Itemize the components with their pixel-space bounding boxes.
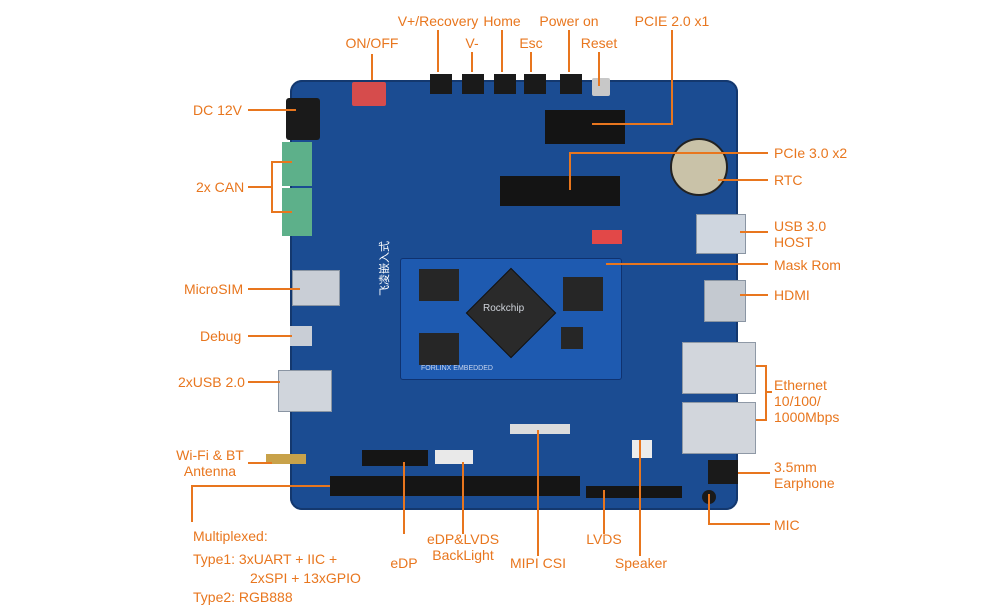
label-mux-type1-b: 2xSPI + 13xGPIO (250, 570, 361, 586)
label-usb30-line1: USB 3.0 (774, 218, 827, 234)
label-mic: MIC (774, 517, 800, 533)
label-usb20: 2xUSB 2.0 (178, 374, 245, 390)
ram-chip-top (419, 269, 459, 301)
label-mux-type1-a: Type1: 3xUART + IIC + (193, 551, 338, 567)
label-debug: Debug (200, 328, 242, 344)
label-can: 2x CAN (196, 179, 245, 195)
label-wifi-line2: Antenna (183, 463, 237, 479)
ram-chip-bottom (419, 333, 459, 365)
maskrom-switch (592, 230, 622, 244)
usb30-port (696, 214, 746, 254)
backlight-connector (435, 450, 473, 464)
usb20-port (278, 370, 332, 412)
speaker-connector (632, 440, 652, 458)
label-home: Home (483, 13, 521, 29)
ethernet-port-top (682, 342, 756, 394)
label-lvds: LVDS (586, 531, 622, 547)
edp-header (362, 450, 428, 466)
som-module-text: FORLINX EMBEDDED (421, 365, 493, 372)
label-hdmi: HDMI (774, 287, 810, 303)
label-maskrom: Mask Rom (774, 257, 841, 273)
button-v-plus (430, 74, 452, 94)
rtc-battery (670, 138, 728, 196)
label-mux-type2: Type2: RGB888 (193, 589, 293, 605)
label-rtc: RTC (774, 172, 803, 188)
label-v-minus: V- (465, 35, 479, 51)
hdmi-port (704, 280, 746, 322)
debug-port (290, 326, 312, 346)
label-ethernet-line1: Ethernet (774, 377, 827, 393)
can-terminal-top (282, 142, 312, 186)
label-mipi: MIPI CSI (509, 555, 566, 571)
button-home (494, 74, 516, 94)
button-power (560, 74, 582, 94)
label-pcie30: PCIe 3.0 x2 (774, 145, 848, 161)
ethernet-port-bottom (682, 402, 756, 454)
label-v-plus-recovery: V+/Recovery (397, 13, 479, 29)
label-pcie20: PCIE 2.0 x1 (634, 13, 710, 29)
button-esc (524, 74, 546, 94)
label-usb30-line2: HOST (774, 234, 813, 250)
label-ethernet-line2: 10/100/ (774, 393, 821, 409)
label-microsim: MicroSIM (184, 281, 244, 297)
label-wifi-line1: Wi-Fi & BT (176, 447, 244, 463)
lvds-header (586, 486, 682, 498)
label-mux-title: Multiplexed: (193, 528, 268, 544)
label-reset: Reset (580, 35, 618, 51)
label-edp-lvds-line2: BackLight (432, 547, 494, 563)
emmc-chip (563, 277, 603, 311)
label-earphone-line2: Earphone (774, 475, 835, 491)
label-esc: Esc (519, 35, 543, 51)
label-on-off: ON/OFF (345, 35, 399, 51)
soc-brand-label: Rockchip (483, 303, 525, 314)
earphone-jack (708, 460, 738, 484)
button-v-minus (462, 74, 484, 94)
som-module: Rockchip FORLINX EMBEDDED (400, 258, 622, 380)
pcie20-slot (545, 110, 625, 144)
dc-jack (286, 98, 320, 140)
label-edp: eDP (390, 555, 418, 571)
label-edp-lvds-line1: eDP&LVDS (426, 531, 500, 547)
label-dc12v: DC 12V (193, 102, 243, 118)
label-speaker: Speaker (614, 555, 668, 571)
mipi-connector (510, 424, 570, 434)
label-power-on: Power on (539, 13, 599, 29)
pmic-chip (561, 327, 583, 349)
gpio-header (330, 476, 580, 496)
label-earphone-line1: 3.5mm (774, 459, 817, 475)
on-off-switch (352, 82, 386, 106)
pcie30-slot (500, 176, 620, 206)
antenna-connector (266, 454, 306, 464)
button-reset (592, 78, 610, 96)
development-board: Rockchip FORLINX EMBEDDED 飞凌嵌入式 (266, 74, 756, 510)
label-ethernet-line3: 1000Mbps (774, 409, 840, 425)
